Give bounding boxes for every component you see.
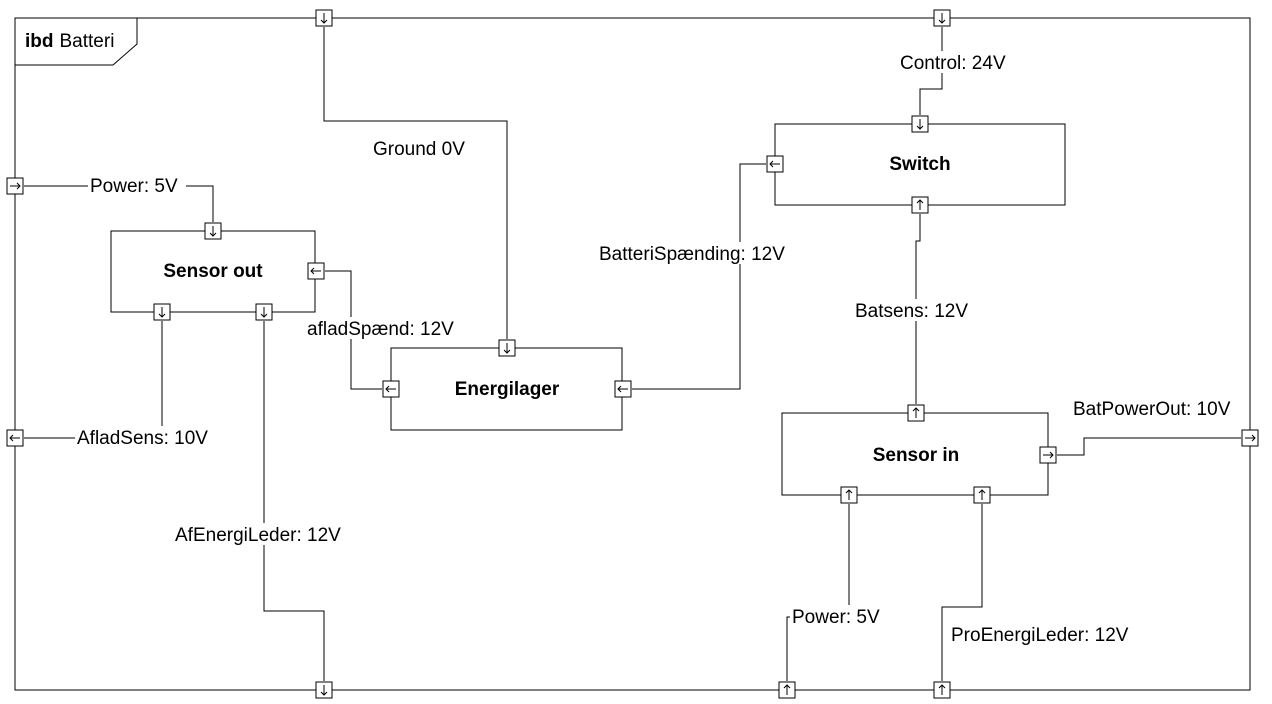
arrow-left-icon	[385, 385, 396, 393]
wire-ground	[323, 27, 508, 339]
port-energilager-ground[interactable]	[498, 339, 516, 357]
port-sensor-in-power[interactable]	[840, 486, 858, 504]
label-pro-energi-leder: ProEnergiLeder: 12V	[951, 625, 1129, 646]
arrow-down-icon	[320, 13, 328, 24]
port-frame-top-control[interactable]	[933, 9, 951, 27]
label-aflad-sens: AfladSens: 10V	[77, 428, 208, 449]
block-energilager-title: Energilager	[455, 379, 560, 400]
block-switch-title: Switch	[889, 154, 950, 175]
frame-heading: ibd Batteri	[25, 31, 114, 52]
label-batteri-spaending: BatteriSpænding: 12V	[599, 244, 785, 265]
port-frame-right-bat-power-out[interactable]	[1241, 429, 1259, 447]
frame-name: Batteri	[60, 31, 115, 52]
wire-bat-power-out	[1057, 437, 1241, 456]
port-switch-batsens[interactable]	[911, 196, 929, 214]
port-sensor-out-aflad-spaend[interactable]	[307, 262, 325, 280]
port-frame-bottom-af-energi[interactable]	[315, 681, 333, 699]
arrow-down-icon	[260, 307, 268, 318]
arrow-up-icon	[938, 684, 946, 695]
arrow-down-icon	[938, 13, 946, 24]
port-sensor-in-batsens[interactable]	[907, 404, 925, 422]
arrow-up-icon	[912, 407, 920, 418]
port-frame-left-power[interactable]	[6, 177, 24, 195]
arrow-right-icon	[1245, 434, 1256, 442]
block-sensor-in-title: Sensor in	[873, 445, 960, 466]
port-frame-bottom-power[interactable]	[778, 681, 796, 699]
label-batsens: Batsens: 12V	[855, 301, 968, 322]
port-sensor-out-aflad-sens[interactable]	[153, 303, 171, 321]
label-ground: Ground 0V	[373, 139, 465, 160]
label-power-left: Power: 5V	[90, 176, 178, 197]
arrow-left-icon	[769, 160, 780, 168]
wire-batteri-spaending	[632, 163, 766, 390]
frame-tab	[15, 17, 138, 66]
arrow-down-icon	[916, 119, 924, 130]
port-energilager-batteri-spaending[interactable]	[614, 380, 632, 398]
arrow-left-icon	[617, 385, 628, 393]
arrow-down-icon	[320, 685, 328, 696]
port-frame-top-ground[interactable]	[315, 9, 333, 27]
port-sensor-out-af-energi[interactable]	[255, 303, 273, 321]
label-aflad-spaend: afladSpænd: 12V	[307, 319, 454, 340]
arrow-left-icon	[310, 267, 321, 275]
wire-batsens	[915, 214, 921, 404]
arrow-up-icon	[978, 489, 986, 500]
port-energilager-aflad-spaend[interactable]	[382, 380, 400, 398]
frame-keyword: ibd	[25, 31, 54, 52]
block-sensor-out-title: Sensor out	[163, 261, 263, 282]
arrow-up-icon	[916, 199, 924, 210]
port-frame-bottom-pro-energi[interactable]	[933, 681, 951, 699]
port-sensor-out-power[interactable]	[204, 222, 222, 240]
port-sensor-in-pro-energi[interactable]	[973, 486, 991, 504]
arrow-left-icon	[9, 434, 20, 442]
port-frame-left-aflad-sens[interactable]	[6, 429, 24, 447]
wire-pro-energi-leder	[941, 504, 983, 681]
ports-layer	[6, 9, 1259, 699]
wire-af-energi-leder	[263, 321, 325, 681]
label-power-right: Power: 5V	[792, 607, 880, 628]
arrow-right-icon	[1043, 451, 1054, 459]
label-af-energi-leder: AfEnergiLeder: 12V	[175, 525, 341, 546]
arrow-up-icon	[845, 489, 853, 500]
label-bat-power-out: BatPowerOut: 10V	[1073, 399, 1231, 420]
port-sensor-in-bat-power-out[interactable]	[1039, 446, 1057, 464]
block-energilager[interactable]	[390, 347, 623, 431]
arrow-down-icon	[503, 343, 511, 354]
frame-border	[14, 17, 1251, 691]
wire-power-left	[24, 185, 214, 222]
port-switch-batteri-spaending[interactable]	[766, 155, 784, 173]
arrow-up-icon	[783, 684, 791, 695]
port-switch-control[interactable]	[911, 115, 929, 133]
block-sensor-out[interactable]	[110, 230, 316, 313]
label-control: Control: 24V	[900, 53, 1006, 74]
arrow-down-icon	[209, 226, 217, 237]
arrow-down-icon	[158, 307, 166, 318]
arrow-right-icon	[10, 182, 21, 190]
